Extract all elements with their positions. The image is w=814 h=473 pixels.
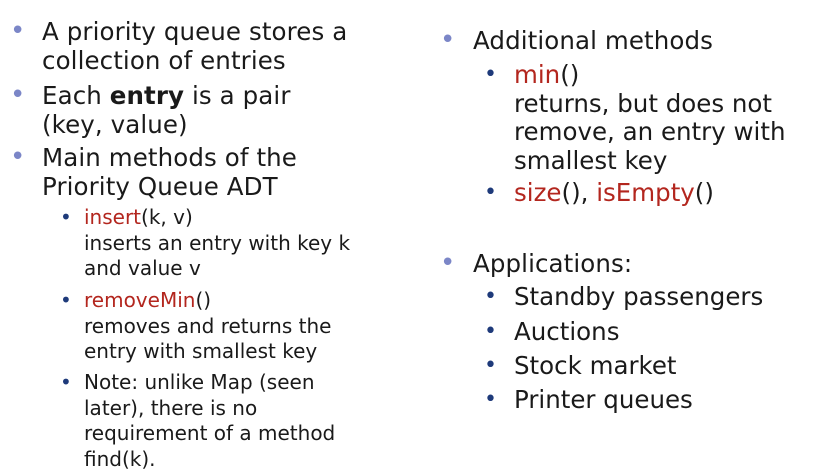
- app-item-text: Printer queues: [514, 385, 693, 414]
- bullet-text: Main methods of the Priority Queue ADT: [42, 143, 297, 201]
- method-text: size(), isEmpty(): [514, 178, 714, 208]
- app-item-text: Auctions: [514, 317, 620, 346]
- method-name: insert: [84, 205, 142, 229]
- method-args: (k, v): [141, 205, 193, 229]
- method-name: removeMin: [84, 288, 196, 312]
- sub-bullet-dot-icon: •: [484, 353, 497, 378]
- method-args: (): [195, 288, 212, 312]
- bullet-text: Each entry is a pair (key, value): [42, 81, 291, 139]
- sub-bullet-dot-icon: •: [60, 205, 72, 229]
- bullet-prefix: Each: [42, 81, 110, 110]
- method-args: (): [560, 60, 580, 89]
- bullet-text: A priority queue stores a collection of …: [42, 17, 348, 75]
- bullet-bold-term: entry: [109, 81, 185, 110]
- sub-bullet-dot-icon: •: [484, 180, 497, 205]
- method-desc: returns, but does not remove, an entry w…: [514, 88, 786, 175]
- method-mid: (),: [561, 178, 597, 207]
- sub-bullet-dot-icon: •: [484, 387, 497, 412]
- method-end: (): [694, 178, 714, 207]
- sub-bullet-dot-icon: •: [484, 284, 497, 309]
- sub-bullet-dot-icon: •: [484, 319, 497, 344]
- method-name-isempty: isEmpty: [596, 178, 695, 207]
- sub-bullet-dot-icon: •: [60, 288, 72, 312]
- bullet-text: Additional methods: [473, 26, 713, 55]
- note-text: Note: unlike Map (seen later), there is …: [84, 370, 336, 471]
- method-desc: inserts an entry with key k and value v: [84, 230, 351, 281]
- bullet-text: Applications:: [473, 249, 633, 278]
- bullet-dot-icon: •: [10, 16, 26, 46]
- method-text: removeMin() removes and returns the entr…: [84, 288, 331, 365]
- method-desc: removes and returns the entry with small…: [84, 313, 332, 364]
- method-text: insert(k, v) inserts an entry with key k…: [84, 205, 350, 282]
- app-item-text: Stock market: [514, 351, 677, 380]
- bullet-suffix: is a pair (key, value): [42, 81, 291, 139]
- bullet-dot-icon: •: [440, 248, 456, 278]
- bullet-dot-icon: •: [10, 142, 26, 172]
- sub-bullet-dot-icon: •: [484, 62, 497, 87]
- bullet-dot-icon: •: [440, 25, 456, 55]
- method-name-size: size: [514, 178, 562, 207]
- app-item-text: Standby passengers: [514, 282, 764, 311]
- bullet-dot-icon: •: [10, 80, 26, 110]
- method-text: min() returns, but does not remove, an e…: [514, 60, 786, 175]
- method-name: min: [514, 60, 561, 89]
- sub-bullet-dot-icon: •: [60, 370, 72, 394]
